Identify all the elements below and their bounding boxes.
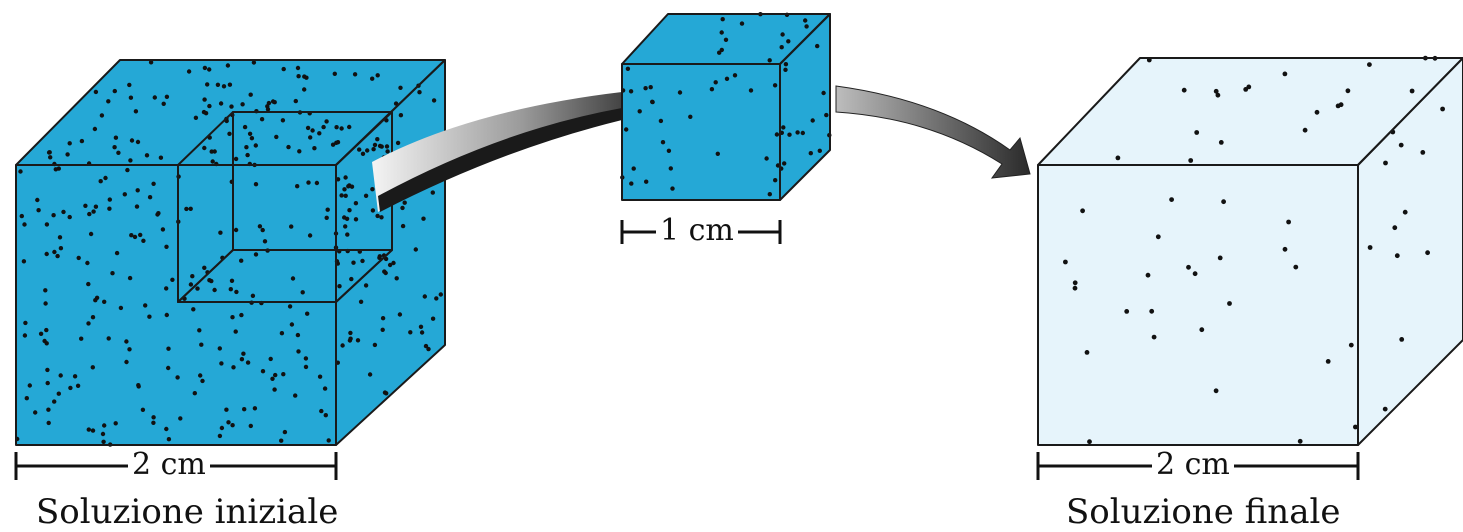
arrow-extract (372, 92, 622, 212)
final-dimension-label: 2 cm (1152, 447, 1234, 482)
arrow-dilute (835, 85, 1031, 179)
sample-dimension-label: 1 cm (656, 213, 738, 248)
initial-cube-edges (15, 59, 446, 446)
final-cube (1037, 55, 1463, 446)
final-caption: Soluzione finale (1066, 492, 1341, 532)
initial-caption: Soluzione iniziale (36, 492, 339, 532)
sample-cube (620, 12, 832, 201)
initial-cube (15, 59, 446, 447)
initial-dimension-label: 2 cm (128, 447, 210, 482)
final-cube-particles (1063, 55, 1445, 445)
